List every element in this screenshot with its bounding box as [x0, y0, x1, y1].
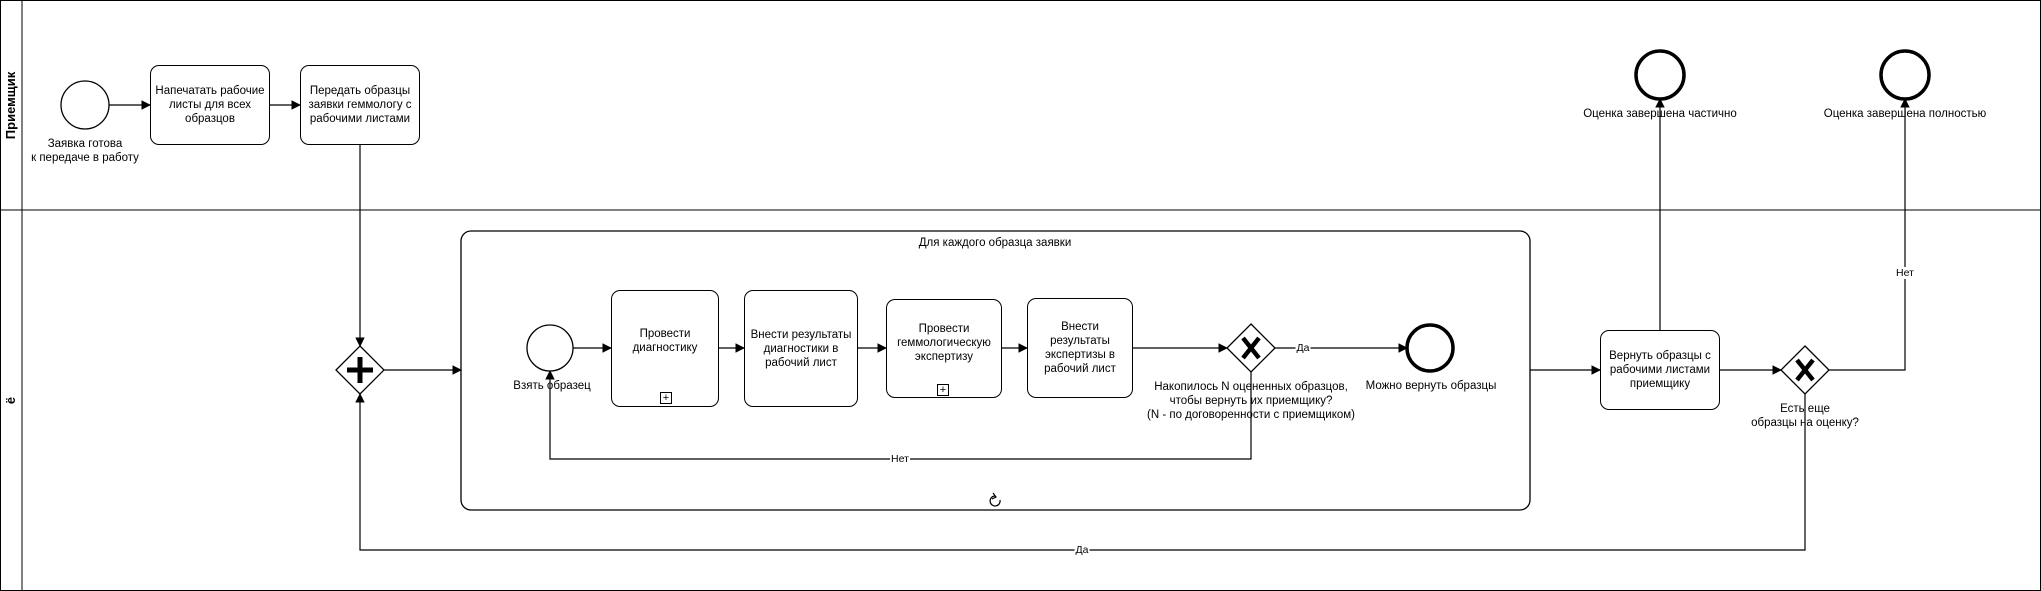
start-event-label-line2: к передаче в работу [31, 152, 139, 164]
task-diagnostics[interactable]: Провести диагностику + [611, 290, 719, 407]
end-full-label: Оценка завершена полностью [1823, 108, 1987, 120]
plus-marker-icon[interactable]: + [937, 384, 949, 396]
gateway-more-line1: Есть еще [1780, 403, 1830, 415]
start-event-label-line1: Заявка готова [47, 138, 123, 150]
start-event-order[interactable] [60, 80, 110, 130]
parallel-gateway[interactable] [335, 345, 385, 395]
exclusive-gateway-accumulated[interactable] [1226, 323, 1276, 373]
gateway-accumulated-line3: (N - по договоренности с приемщиком) [1147, 409, 1355, 421]
flow-label-yes-bottom: Да [1074, 544, 1090, 556]
task-label: Провести геммологическую экспертизу [897, 322, 991, 363]
exclusive-gateway-more-samples[interactable] [1780, 345, 1830, 395]
loop-icon [989, 492, 1001, 507]
task-label: Напечатать рабочие листы для всех образц… [155, 85, 265, 125]
subprocess-title: Для каждого образца заявки [918, 237, 1072, 249]
flow-gateway-yes-to-parallel[interactable] [355, 393, 1806, 551]
task-label: Внести результаты экспертизы в рабочий л… [1044, 321, 1116, 375]
task-hand-over[interactable]: Передать образцы заявки геммологу с рабо… [300, 65, 420, 145]
end-event-partial[interactable] [1634, 49, 1686, 101]
task-enter-diagnostics[interactable]: Внести результаты диагностики в рабочий … [744, 290, 858, 407]
sub-end-label: Можно вернуть образцы [1365, 380, 1497, 392]
task-enter-expertise[interactable]: Внести результаты экспертизы в рабочий л… [1027, 298, 1133, 398]
sub-start-event[interactable] [526, 324, 574, 372]
flow-gateway-no-to-end-full[interactable] [1829, 98, 1910, 371]
flow-label-no-right: Нет [1895, 267, 1915, 279]
sub-start-label: Взять образец [513, 380, 591, 392]
task-return-samples[interactable]: Вернуть образцы с рабочими листами прием… [1600, 330, 1720, 410]
task-label: Внести результаты диагностики в рабочий … [750, 328, 852, 369]
flow-label-yes: Да [1295, 342, 1311, 354]
gateway-accumulated-line1: Накопилось N оцененных образцов, [1154, 381, 1348, 393]
task-label: Провести диагностику [632, 327, 698, 354]
plus-marker-icon[interactable]: + [660, 392, 672, 404]
lane-label-gemologist: ё [3, 396, 19, 405]
sub-end-event[interactable] [1405, 323, 1455, 373]
gateway-more-line2: образцы на оценку? [1751, 417, 1859, 429]
task-label: Передать образцы заявки геммологу с рабо… [308, 85, 412, 125]
end-event-full[interactable] [1879, 49, 1931, 101]
gateway-accumulated-line2: чтобы вернуть их приемщику? [1169, 395, 1333, 407]
task-label: Вернуть образцы с рабочими листами прием… [1609, 350, 1711, 390]
lane-label-receiver: Приемщик [3, 71, 19, 139]
task-print-sheets[interactable]: Напечатать рабочие листы для всех образц… [150, 65, 270, 145]
end-partial-label: Оценка завершена частично [1583, 108, 1737, 120]
task-gem-expertise[interactable]: Провести геммологическую экспертизу + [886, 299, 1002, 398]
flow-label-no: Нет [890, 453, 910, 465]
